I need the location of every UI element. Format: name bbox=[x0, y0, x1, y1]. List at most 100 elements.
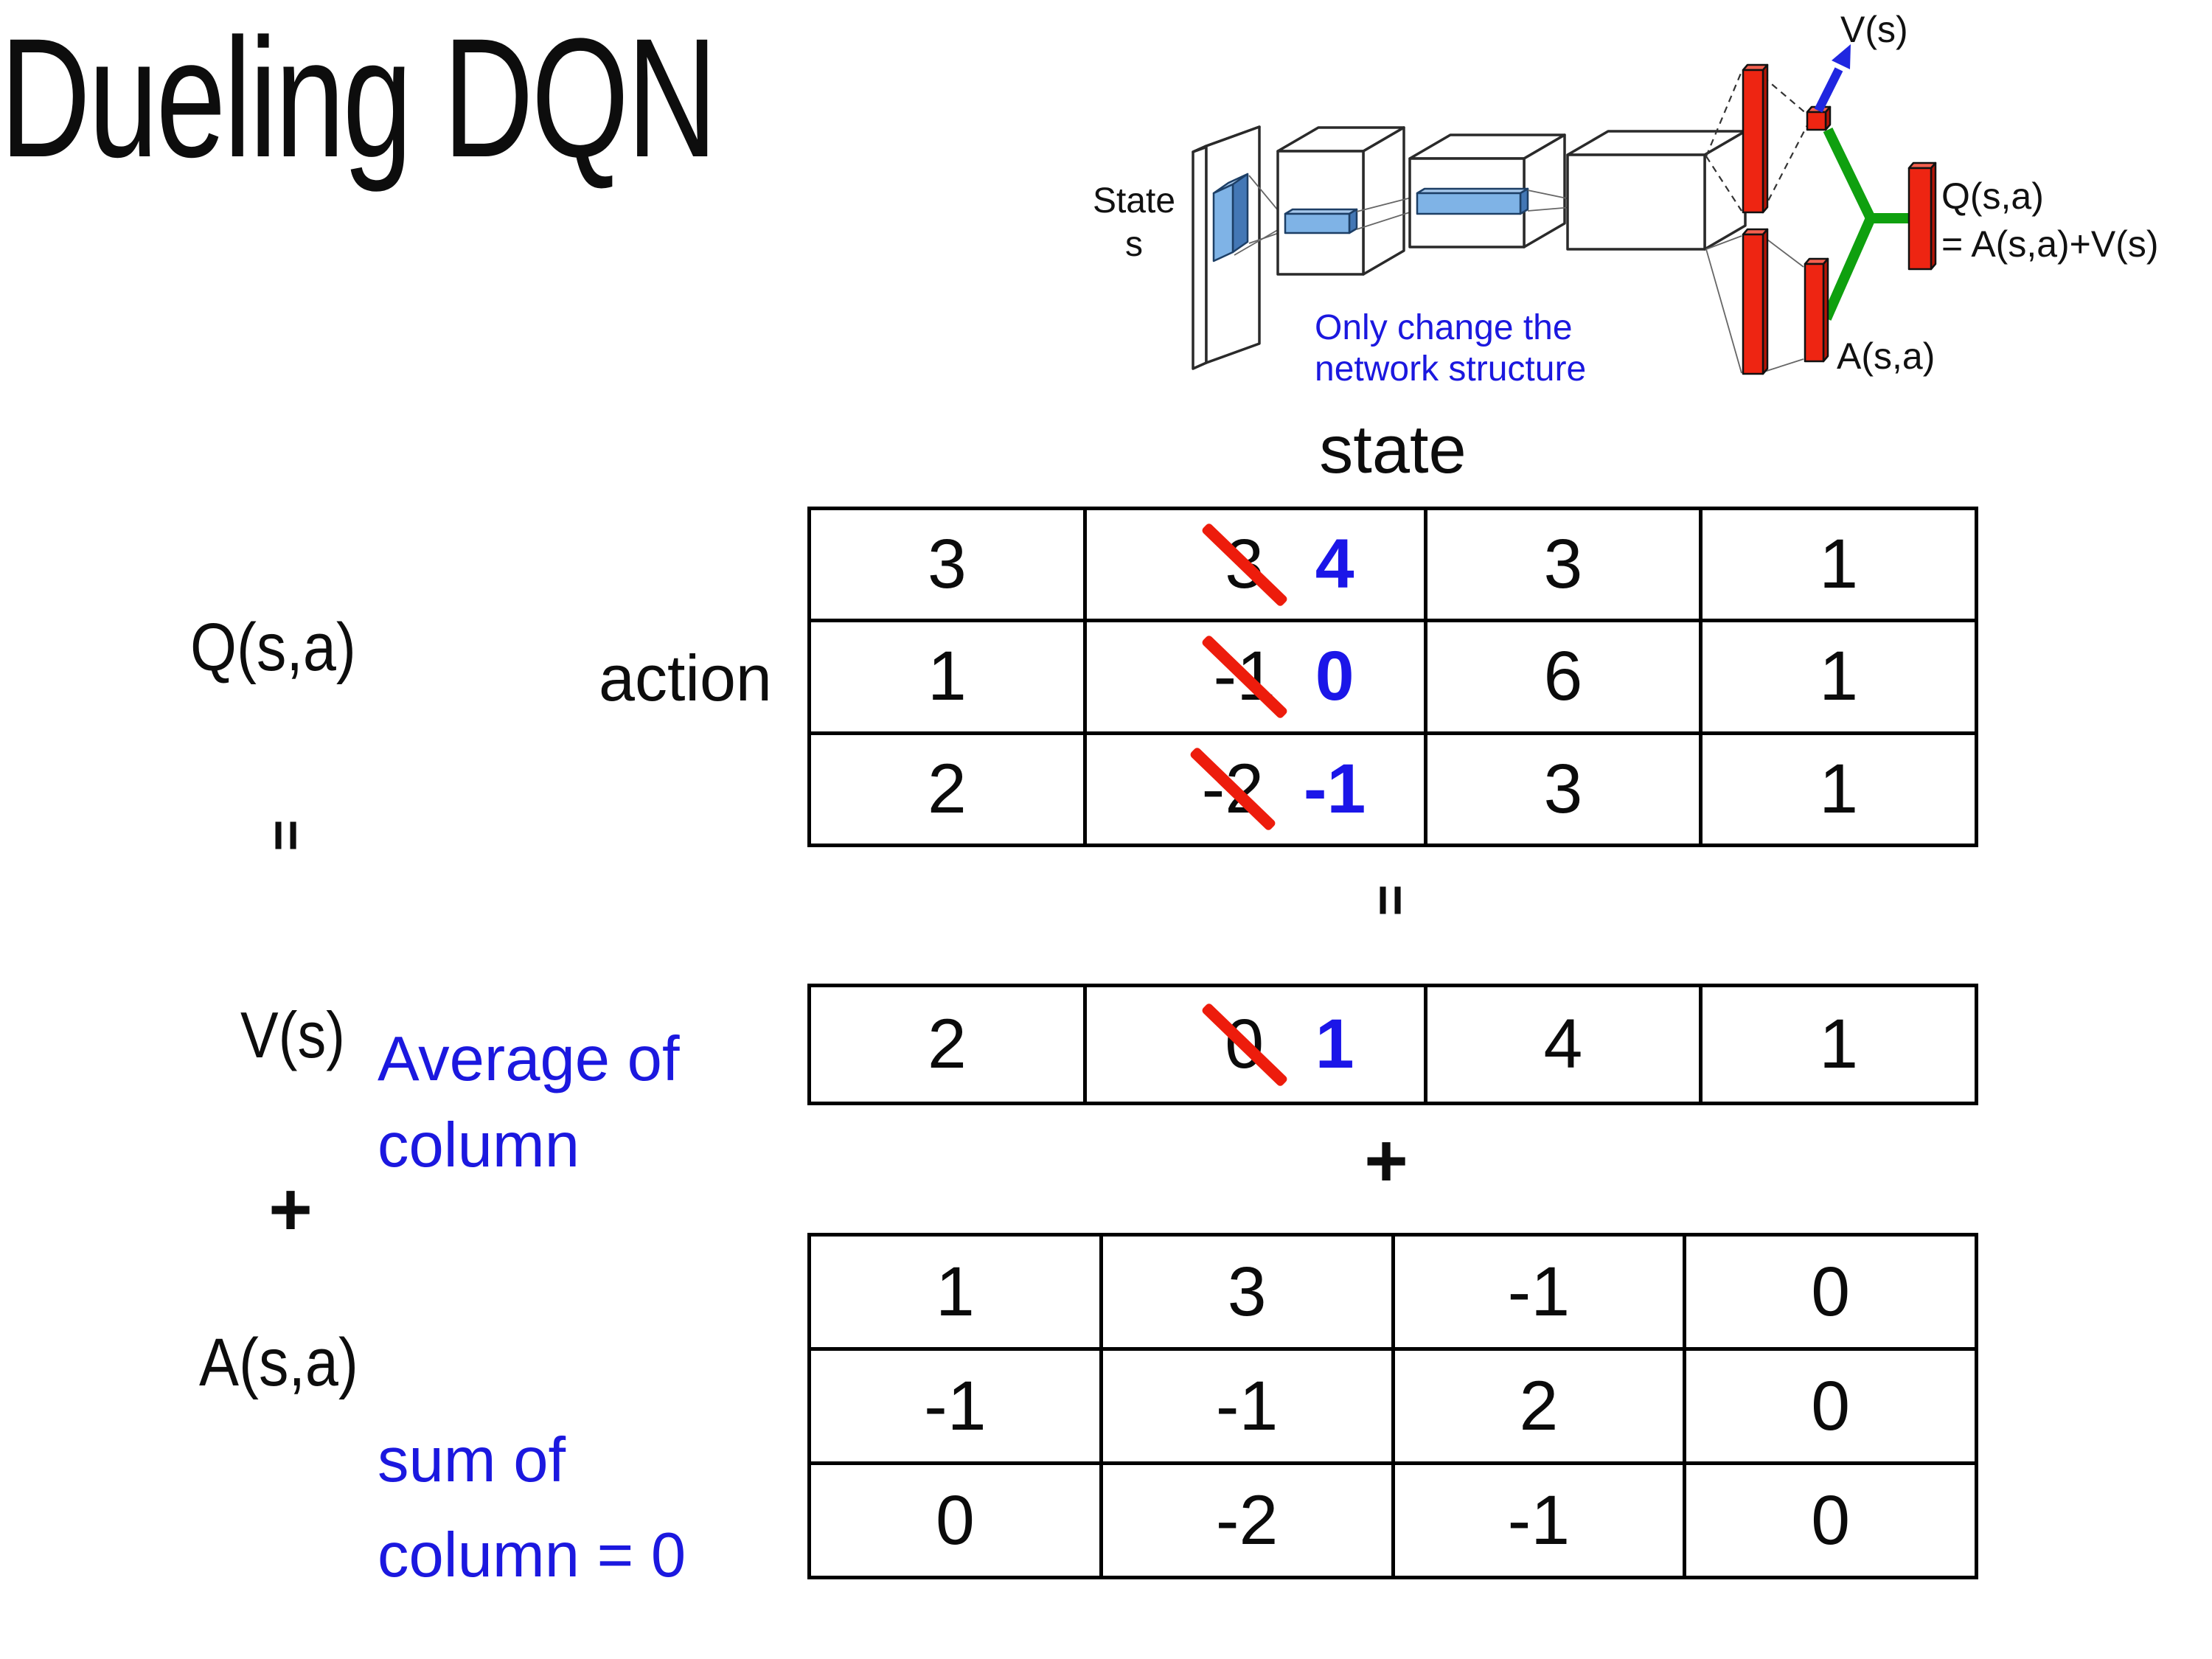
table-cell: 1 bbox=[811, 622, 1087, 731]
table-cell: 34 bbox=[1087, 510, 1427, 619]
q-matrix-label: Q(s,a) bbox=[190, 610, 356, 685]
average-note-line2: column bbox=[378, 1110, 580, 1181]
feature-bar-1 bbox=[1284, 208, 1358, 234]
cell-value: 0 bbox=[1811, 1366, 1851, 1445]
advantage-stream-connectors bbox=[1705, 235, 1804, 374]
table-cell: 3 bbox=[1427, 510, 1703, 619]
cell-value: 1 bbox=[1819, 1005, 1859, 1083]
slide-title: Dueling DQN bbox=[0, 3, 717, 192]
equals-sign-left: = bbox=[256, 819, 317, 852]
sum-note-line1: sum of bbox=[378, 1425, 566, 1495]
q-output-label: Q(s,a) bbox=[1941, 175, 2044, 217]
feature-bar-2 bbox=[1416, 187, 1529, 215]
table-cell: 1 bbox=[1703, 510, 1975, 619]
table-cell: 3 bbox=[1427, 734, 1703, 844]
diagram-state-s-label: s bbox=[1125, 225, 1143, 264]
cell-value: 1 bbox=[1819, 637, 1859, 716]
corrected-value: 4 bbox=[1315, 525, 1354, 604]
diagram-state-label: State bbox=[1093, 181, 1175, 220]
struck-value: -2 bbox=[1189, 746, 1277, 832]
cell-value: 3 bbox=[1543, 525, 1583, 604]
table-cell: 0 bbox=[1686, 1351, 1975, 1461]
cell-value: 1 bbox=[935, 1252, 975, 1331]
table-cell: 0 bbox=[1686, 1237, 1975, 1347]
table-row: 1 -1 0 6 1 bbox=[811, 622, 1975, 735]
conv-box-1 bbox=[1276, 126, 1405, 276]
table-cell: -1 0 bbox=[1087, 622, 1427, 731]
table-cell: 3 bbox=[811, 510, 1087, 619]
cell-value: 0 bbox=[1811, 1481, 1851, 1559]
diagram-note-line1: Only change the bbox=[1315, 308, 1573, 347]
cell-value: 0 bbox=[935, 1481, 975, 1559]
cell-value: -1 bbox=[1507, 1252, 1571, 1331]
cell-value: 6 bbox=[1543, 637, 1583, 716]
average-note-line1: Average of bbox=[378, 1024, 680, 1094]
table-cell: 1 bbox=[811, 1237, 1103, 1347]
table-cell: 1 bbox=[1703, 622, 1975, 731]
cell-value: 2 bbox=[927, 1005, 967, 1083]
plus-sign-middle: + bbox=[1364, 1119, 1408, 1203]
q-output-bar bbox=[1907, 161, 1937, 271]
v-table: 20141 bbox=[807, 984, 1978, 1105]
cell-value: 3 bbox=[1543, 749, 1583, 828]
table-row: 3 34 3 1 bbox=[811, 510, 1975, 623]
table-cell: 2 bbox=[811, 734, 1087, 844]
table-cell: 0 bbox=[811, 1465, 1103, 1576]
action-label: action bbox=[599, 641, 772, 714]
struck-value: -1 bbox=[1200, 634, 1289, 720]
bar1-connectors bbox=[1356, 196, 1415, 230]
cell-value: -2 bbox=[1215, 1481, 1279, 1559]
table-cell: -1 bbox=[1395, 1465, 1687, 1576]
v-output-label: V(s) bbox=[1840, 9, 1908, 50]
table-cell: -1 bbox=[1103, 1351, 1395, 1461]
table-row: 2 -2 -1 3 1 bbox=[811, 734, 1975, 844]
table-cell: 3 bbox=[1103, 1237, 1395, 1347]
table-cell: -1 bbox=[811, 1351, 1103, 1461]
table-row: 0 -2 -1 0 bbox=[811, 1465, 1975, 1576]
cell-value: 2 bbox=[1519, 1366, 1559, 1445]
struck-value: 0 bbox=[1200, 1001, 1289, 1088]
table-row: 1 3 -1 0 bbox=[811, 1237, 1975, 1351]
conv-kernel bbox=[1212, 173, 1249, 262]
corrected-value: 0 bbox=[1315, 637, 1354, 716]
table-cell: 4 bbox=[1427, 987, 1703, 1102]
a-output-label: A(s,a) bbox=[1837, 335, 1935, 377]
equals-sign-middle: = bbox=[1360, 884, 1422, 917]
cell-value: -1 bbox=[1507, 1481, 1571, 1559]
table-cell: 2 bbox=[811, 987, 1087, 1102]
table-cell: 01 bbox=[1087, 987, 1427, 1102]
cell-value: 3 bbox=[927, 525, 967, 604]
sum-of-column-note: sum of column = 0 bbox=[378, 1413, 686, 1603]
state-header: state bbox=[1319, 412, 1467, 487]
table-cell: -1 bbox=[1395, 1237, 1687, 1347]
dueling-network-diagram: State s Only change the network structur… bbox=[1093, 9, 2159, 389]
sum-note-line2: column = 0 bbox=[378, 1520, 686, 1591]
corrected-value: 1 bbox=[1315, 1005, 1354, 1083]
cell-value: 2 bbox=[927, 749, 967, 828]
cell-value: 4 bbox=[1543, 1005, 1583, 1083]
v-matrix-label: V(s) bbox=[240, 998, 345, 1071]
value-arrow bbox=[1814, 44, 1851, 113]
table-cell: 1 bbox=[1703, 735, 1975, 844]
table-row: 20141 bbox=[811, 987, 1975, 1102]
plus-sign-left: + bbox=[268, 1167, 313, 1251]
table-cell: 1 bbox=[1703, 987, 1975, 1102]
q-output-formula: = A(s,a)+V(s) bbox=[1941, 223, 2159, 265]
cell-value: 1 bbox=[927, 637, 967, 716]
table-cell: 6 bbox=[1427, 622, 1703, 731]
table-row: -1 -1 2 0 bbox=[811, 1351, 1975, 1465]
merge-lines bbox=[1821, 127, 1909, 321]
table-cell: -2 bbox=[1103, 1465, 1395, 1576]
table-cell: -2 -1 bbox=[1087, 734, 1427, 844]
corrected-value: -1 bbox=[1303, 749, 1366, 828]
a-matrix-label: A(s,a) bbox=[199, 1325, 358, 1400]
cell-value: -1 bbox=[1215, 1366, 1279, 1445]
cell-value: 0 bbox=[1811, 1252, 1851, 1331]
cell-value: -1 bbox=[924, 1366, 987, 1445]
a-table: 1 3 -1 0 -1 -1 2 0 0 -2 -1 0 bbox=[807, 1233, 1978, 1579]
fc-box bbox=[1566, 130, 1747, 251]
table-cell: 0 bbox=[1686, 1465, 1975, 1576]
diagram-note-line2: network structure bbox=[1315, 349, 1586, 389]
cell-value: 1 bbox=[1819, 749, 1859, 828]
